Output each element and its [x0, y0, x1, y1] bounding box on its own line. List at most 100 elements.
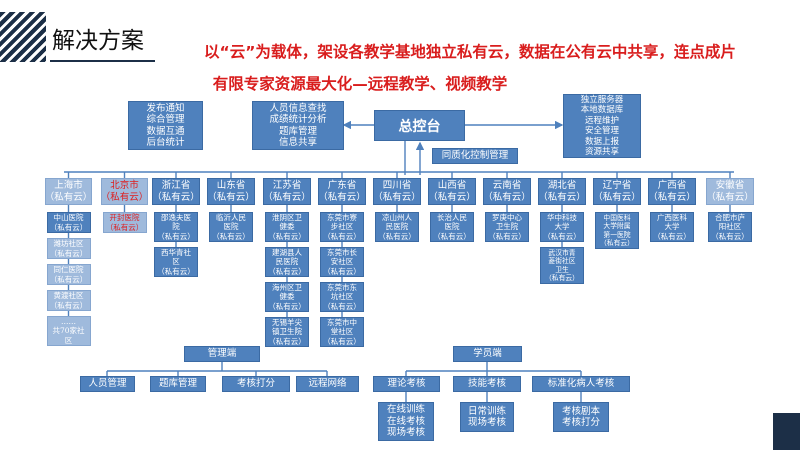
sub-node-line: 菱街社区	[548, 257, 576, 265]
sub-node: 中山医院（私有云）	[46, 212, 91, 233]
province-node-line: （私有云）	[593, 191, 641, 203]
info-function-line: 题库管理	[278, 125, 317, 137]
province-node-line: （私有云）	[706, 191, 754, 203]
sub-node: 东莞市东坑社区（私有云）	[320, 282, 364, 312]
sub-node: 海州区卫健委（私有云）	[265, 282, 309, 312]
info-function-line: 成绩统计分析	[269, 114, 327, 125]
sub-node-line: 民医院	[275, 257, 299, 267]
admin-function-line: 综合管理	[146, 114, 185, 125]
sub-node: 长治人民医院（私有云）	[430, 212, 474, 242]
sub-node-line: 东莞市寮	[327, 212, 357, 222]
province-node-line: （私有云）	[428, 191, 476, 203]
province-node-line: （私有云）	[44, 191, 93, 203]
admin-side-node: 管理端	[184, 346, 260, 362]
sub-node-line: （私有云）	[323, 336, 361, 346]
sub-node-line: （私有云）	[543, 231, 581, 241]
sub-node-line: 海州区卫	[272, 282, 302, 292]
province-node: 北京市（私有云）	[101, 178, 148, 205]
sub-node-line: 镇卫生院	[272, 327, 302, 337]
sub-node-line: （私有云）	[545, 274, 579, 282]
sub-node-line: 院	[172, 222, 180, 232]
province-node-line: （私有云）	[263, 191, 311, 203]
sub-node-line: （私有云）	[49, 274, 88, 284]
admin-function-line: 数据互通	[146, 125, 185, 137]
province-node: 云南省（私有云）	[483, 178, 531, 205]
sub-node: 罗庚中心卫生院（私有云）	[485, 212, 529, 242]
sub-node-line: 中山医院	[53, 213, 84, 222]
page-title: 解决方案	[52, 28, 144, 54]
server-function-line: 数据上报	[584, 136, 619, 147]
sub-node: 广西医科大学（私有云）	[650, 212, 694, 242]
homogenization-control-box: 同质化控制管理	[432, 148, 518, 164]
info-function-box: 人员信息查找 成绩统计分析 题库管理 信息共享	[252, 101, 344, 150]
student-detail-theory: 在线训练 在线考核 现场考核	[378, 402, 434, 441]
student-item-theory-exam: 理论考核	[373, 376, 440, 392]
sub-node: 临沂人民医院（私有云）	[209, 212, 253, 242]
student-side-node: 学员端	[453, 346, 522, 362]
province-node: 山西省（私有云）	[428, 178, 476, 205]
sub-node-line: 共70家社	[52, 326, 85, 336]
sub-node-line: （私有云）	[378, 231, 416, 241]
sub-node-line: 中国医科	[603, 213, 631, 222]
province-node-line: 上海市	[54, 180, 83, 191]
sub-node-line: （私有云）	[653, 231, 691, 241]
province-node-line: （私有云）	[100, 191, 149, 203]
student-item-skill-exam: 技能考核	[453, 376, 521, 392]
sub-node: 潍坊社区（私有云）	[46, 238, 91, 259]
province-node: 四川省（私有云）	[373, 178, 421, 205]
corner-decoration	[773, 413, 800, 450]
student-detail-line: 在线训练	[386, 404, 425, 416]
province-node: 广西省（私有云）	[648, 178, 696, 205]
sub-node-line: 罗庚中心	[492, 212, 522, 222]
sub-node-line: （私有云）	[268, 231, 306, 241]
sub-node-line: 凉山州人	[382, 212, 412, 222]
sub-node-line: （私有云）	[49, 222, 88, 232]
province-node-line: 四川省	[382, 180, 412, 191]
sub-node-line: 阳社区	[718, 222, 742, 232]
sub-node-line: 健委	[279, 222, 295, 232]
sub-node-line: 合肥市庐	[715, 212, 745, 222]
sub-node-line: 卫生	[555, 265, 569, 274]
province-node-line: （私有云）	[152, 191, 200, 203]
sub-node-line: 第一医院	[603, 230, 631, 239]
sub-node-line: （私有云）	[268, 336, 306, 346]
student-detail-line: 现场考核	[467, 417, 506, 428]
province-node: 上海市（私有云）	[45, 178, 92, 205]
province-node-line: 安徽省	[715, 180, 745, 191]
admin-function-line: 发布通知	[146, 102, 185, 114]
sub-node-line: 黄渡社区	[53, 291, 84, 300]
sub-node: 黄渡社区（私有云）	[46, 290, 91, 311]
admin-item-personnel: 人员管理	[80, 376, 135, 392]
sub-node-line: 区	[172, 257, 180, 267]
sub-node-line: 华中科技	[547, 212, 577, 222]
sub-node-line: （私有云）	[268, 266, 306, 276]
student-detail-sp: 考核剧本 考核打分	[553, 402, 609, 432]
sub-node: ……共70家社区	[46, 316, 91, 346]
central-console-label: 总控台	[398, 118, 441, 135]
student-detail-line: 现场考核	[386, 427, 425, 439]
sub-node: 同仁医院（私有云）	[46, 264, 91, 285]
province-node-line: 辽宁省	[602, 180, 632, 191]
province-node: 江苏省（私有云）	[263, 178, 311, 205]
sub-node: 开封医院（私有云）	[102, 212, 147, 233]
sub-node-line: 堂社区	[330, 327, 354, 337]
province-node-line: （私有云）	[538, 191, 586, 203]
homogenization-control-label: 同质化控制管理	[441, 150, 509, 162]
student-detail-line: 考核打分	[561, 417, 600, 428]
sub-node-line: 大学	[554, 222, 570, 232]
info-function-line: 信息共享	[278, 137, 317, 148]
admin-item-grading: 考核打分	[222, 376, 290, 392]
sub-node-line: 坑社区	[330, 292, 354, 302]
sub-node-line: （私有云）	[105, 222, 144, 232]
admin-item-question-bank: 题库管理	[150, 376, 206, 392]
province-node-line: 浙江省	[161, 180, 191, 191]
sub-node-line: 临沂人民	[216, 212, 246, 222]
sub-node: 西华青社区（私有云）	[154, 247, 198, 277]
server-function-line: 本地数据库	[580, 105, 624, 115]
headline-line-2: 有限专家资源最大化—远程教学、视频教学	[212, 75, 508, 93]
sub-node-line: （私有云）	[157, 266, 195, 276]
sub-node-line: （私有云）	[600, 239, 634, 247]
sub-node-line: 潍坊社区	[53, 239, 84, 248]
sub-node-line: 大学附属	[603, 222, 631, 230]
